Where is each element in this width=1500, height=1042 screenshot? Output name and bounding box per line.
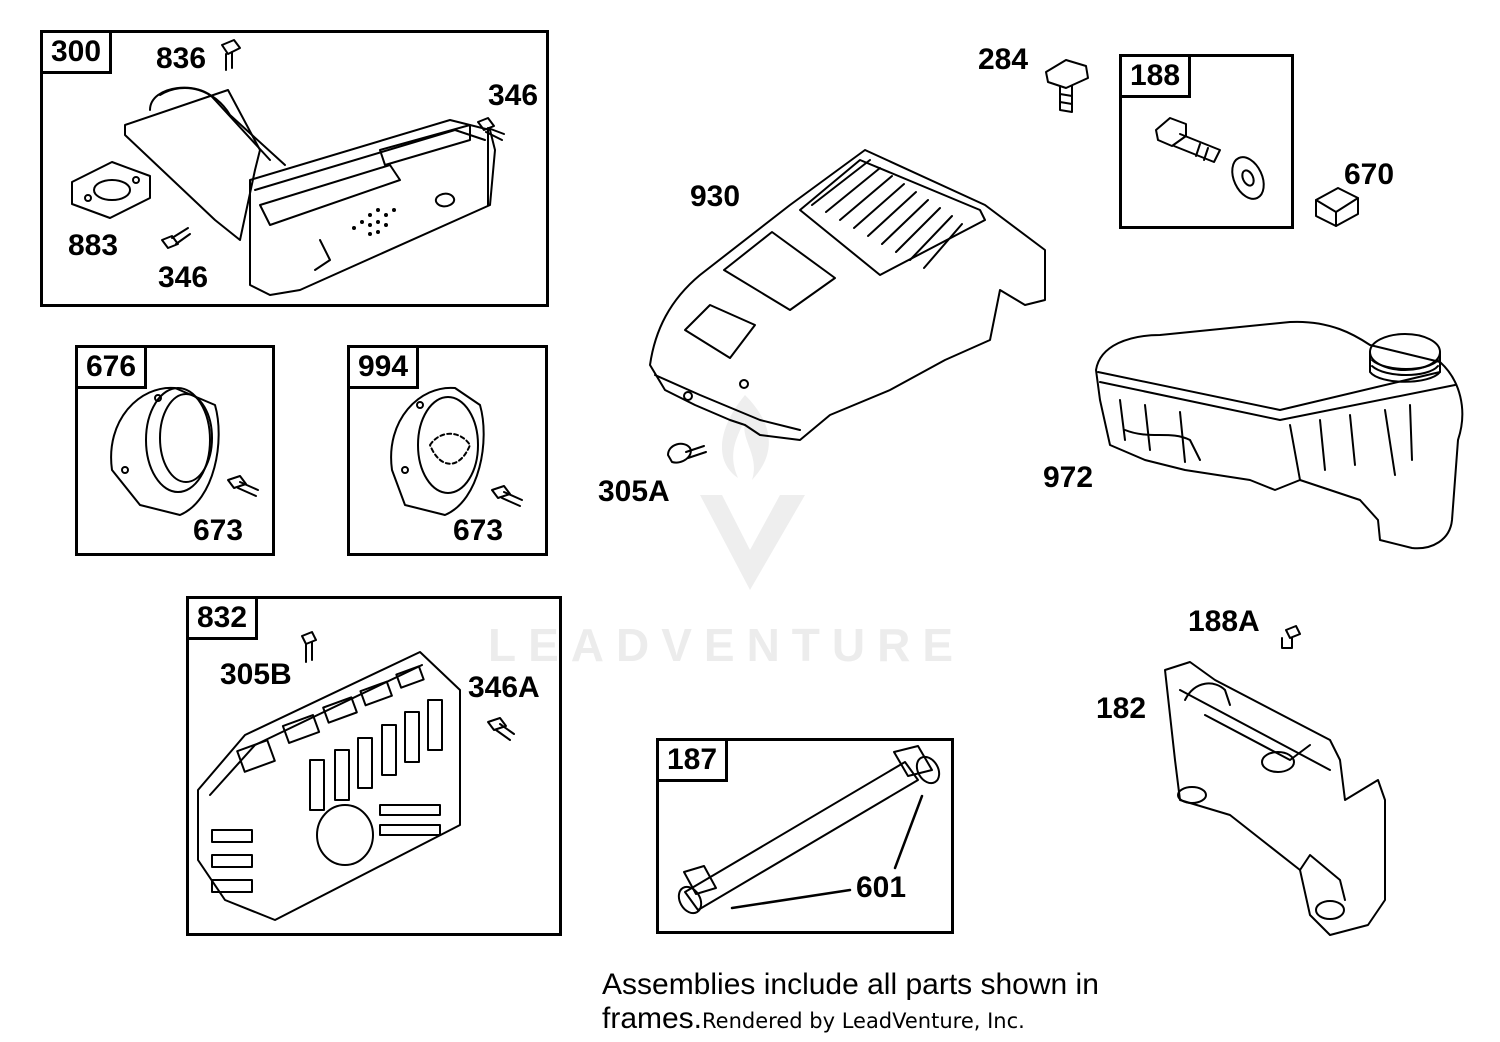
part-label-346-top: 346 [488,79,539,112]
part-label-670: 670 [1344,158,1395,191]
part-label-284: 284 [978,43,1029,76]
spark-arrester-994-drawing [390,386,523,516]
screw-305A-drawing [667,442,707,464]
part-label-188A: 188A [1188,605,1260,638]
blower-housing-drawing [649,149,1046,441]
vent-holes [352,208,396,236]
muffler-drawing [71,86,496,296]
screw-836-drawing [221,39,241,71]
assemblies-note: Assemblies include all parts shown in fr… [602,968,1099,1035]
frame-832: 832 [186,596,562,936]
watermark-logo [700,395,805,590]
part-label-883: 883 [68,229,119,262]
frame-188: 188 [1119,54,1294,229]
part-label-346-bottom: 346 [158,261,209,294]
frame-676: 676 [75,345,275,556]
watermark-text: LEADVENTURE [488,619,966,671]
part-label-305B: 305B [220,658,292,691]
frame-tag-187: 187 [656,738,729,782]
frame-tag-994: 994 [347,345,420,389]
part-label-673-a: 673 [193,514,244,547]
frame-tag-188: 188 [1119,54,1192,98]
bracket-182-drawing [1164,625,1386,936]
muffler-guard-drawing [197,631,515,921]
frame-tag-832: 832 [186,596,259,640]
fuel-line-drawing [677,745,941,915]
part-label-836: 836 [156,42,207,75]
screw-346-bottom-drawing [161,227,191,249]
bolt-284-drawing [1045,59,1089,113]
fuel-tank-drawing [1095,320,1464,550]
frame-tag-676: 676 [75,345,148,389]
render-credit: Rendered by LeadVenture, Inc. [702,1009,1025,1033]
footer-note: Assemblies include all parts shown in fr… [602,968,1222,1038]
spark-arrester-676-drawing [110,386,259,516]
part-label-601: 601 [856,871,907,904]
part-label-673-b: 673 [453,514,504,547]
part-label-182: 182 [1096,692,1147,725]
part-label-305A: 305A [598,475,670,508]
frame-994: 994 [347,345,548,556]
frame-187: 187 [656,738,954,934]
part-label-972: 972 [1043,461,1094,494]
frame-tag-300: 300 [40,30,113,74]
part-label-346A: 346A [468,671,540,704]
part-label-930: 930 [690,180,741,213]
frame-300: 300 [40,30,549,307]
spacer-670-drawing [1315,187,1359,227]
screw-346-top-drawing [477,117,505,141]
bolt-188-drawing [1155,117,1265,200]
